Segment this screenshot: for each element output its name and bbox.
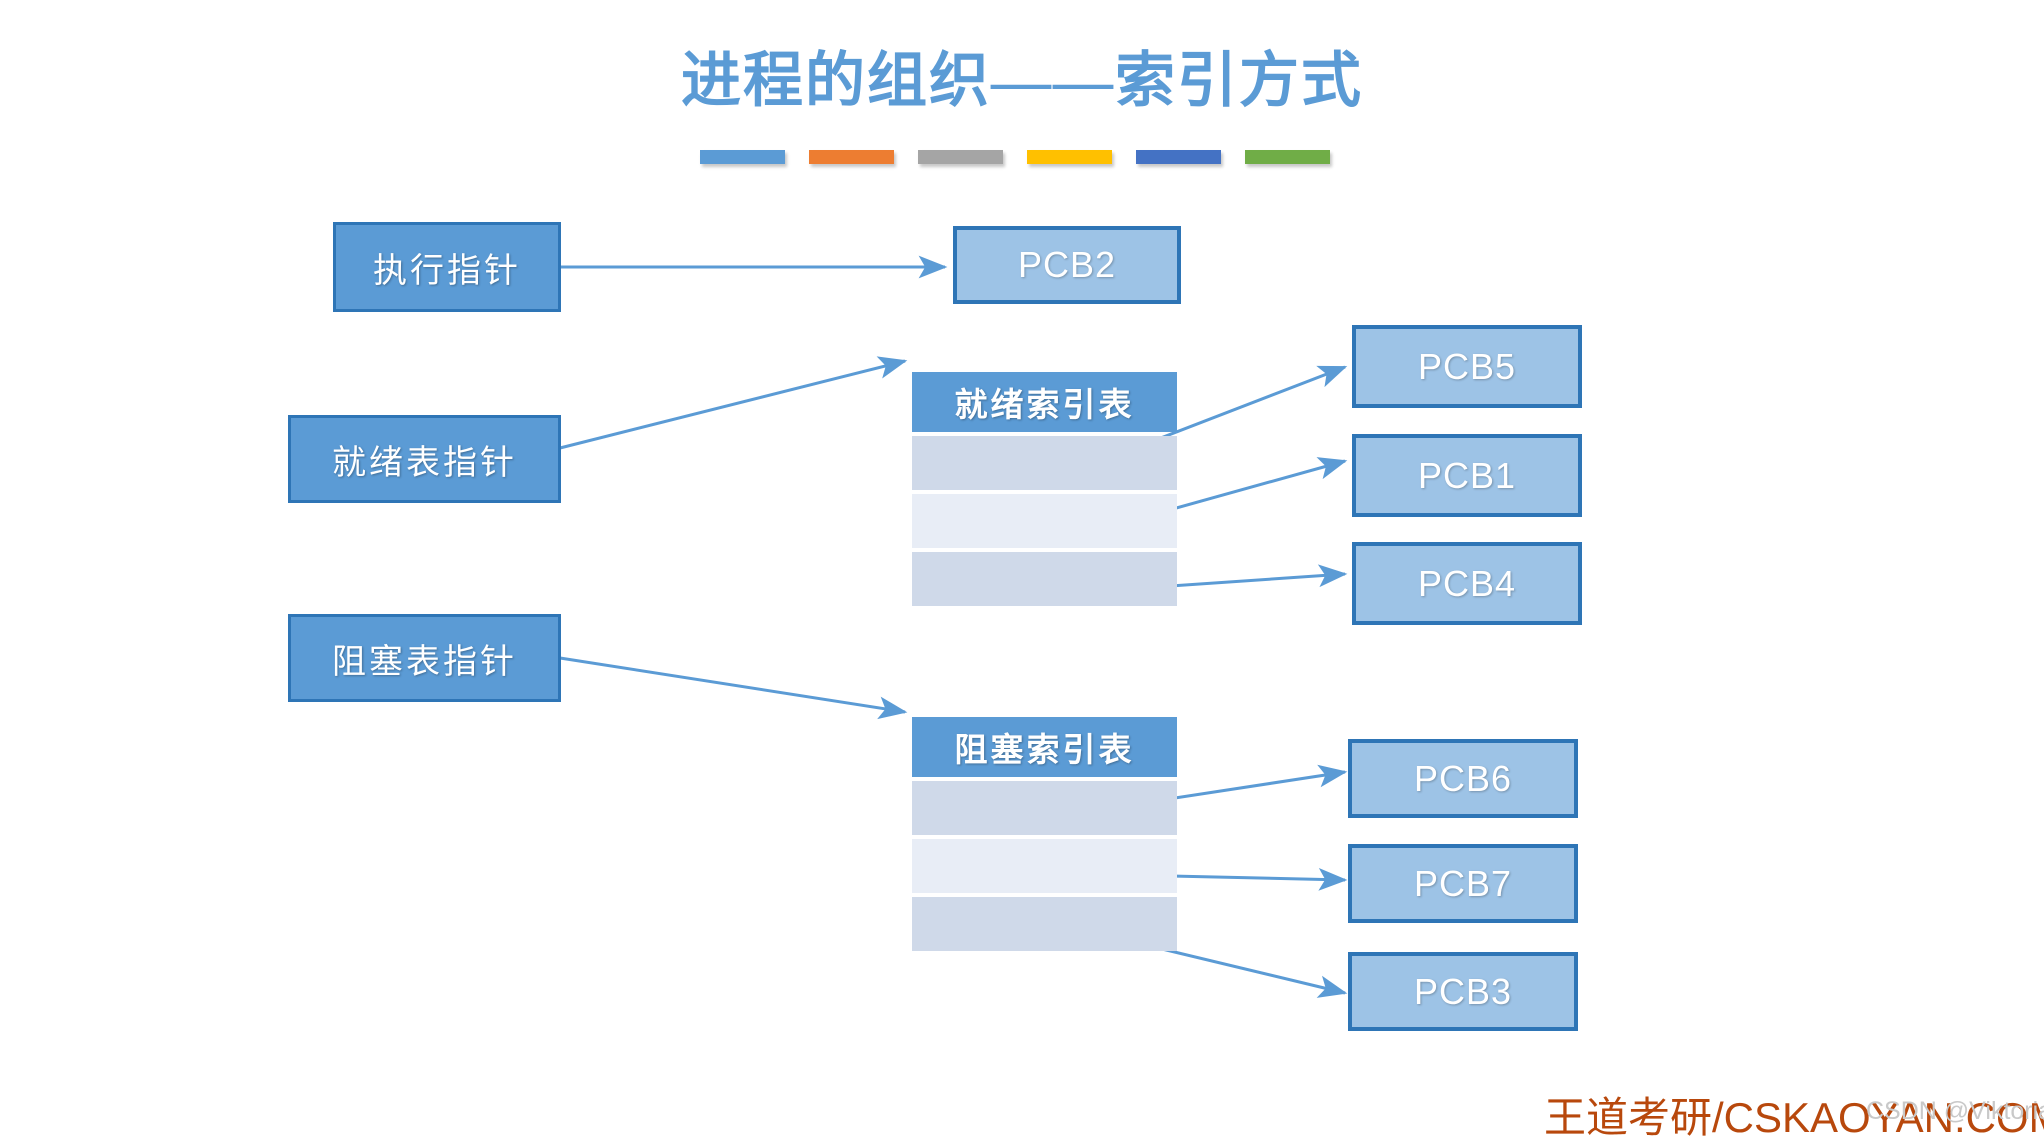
pointer-box-ready-label: 就绪表指针 [332, 444, 517, 482]
pcb-box-pcb4-label: PCB4 [1417, 562, 1517, 604]
pcb-box-pcb6-label: PCB6 [1413, 757, 1513, 799]
pcb-box-pcb4[interactable]: PCB4 [1352, 542, 1582, 625]
accent-bar-gray [918, 150, 1003, 164]
index-table-ready-row-1[interactable] [912, 436, 1177, 490]
index-table-ready-row-3[interactable] [912, 552, 1177, 606]
accent-bar-orange [809, 150, 894, 164]
page-title: 进程的组织——索引方式 [681, 48, 1363, 114]
footer-brand: 王道考研/CSKAOYAN.COM [1544, 1094, 2044, 1141]
accent-bar-yellow [1027, 150, 1112, 164]
pcb-box-pcb5[interactable]: PCB5 [1352, 325, 1582, 408]
accent-bar-dark-blue [1136, 150, 1221, 164]
pointer-box-ready[interactable]: 就绪表指针 [288, 415, 561, 503]
index-table-ready-row-2[interactable] [912, 494, 1177, 548]
index-table-ready-header: 就绪索引表 [912, 372, 1177, 432]
title-accent-bars [700, 150, 1330, 164]
index-table-blocked-header: 阻塞索引表 [912, 717, 1177, 777]
pcb-box-pcb3[interactable]: PCB3 [1348, 952, 1578, 1031]
pcb-box-pcb2-label: PCB2 [1017, 244, 1117, 285]
arrow-ready-pointer-to-ready-table [559, 356, 908, 450]
pointer-box-blocked[interactable]: 阻塞表指针 [288, 614, 561, 702]
index-table-ready: 就绪索引表 [912, 372, 1177, 606]
index-table-blocked-row-2[interactable] [912, 839, 1177, 893]
index-table-blocked-row-3[interactable] [912, 897, 1177, 951]
accent-bar-green [1245, 150, 1330, 164]
pcb-box-pcb1[interactable]: PCB1 [1352, 434, 1582, 517]
index-table-blocked-row-1[interactable] [912, 781, 1177, 835]
pointer-box-exec-label: 执行指针 [373, 252, 521, 290]
pcb-box-pcb2[interactable]: PCB2 [953, 226, 1181, 304]
pcb-box-pcb5-label: PCB5 [1417, 345, 1517, 387]
pointer-box-blocked-label: 阻塞表指针 [332, 643, 517, 681]
pcb-box-pcb7[interactable]: PCB7 [1348, 844, 1578, 923]
pcb-box-pcb1-label: PCB1 [1417, 454, 1517, 496]
csdn-watermark: CSDN @Viktoriae [1866, 1097, 2044, 1125]
pcb-box-pcb3-label: PCB3 [1413, 970, 1513, 1012]
arrow-blocked-pointer-to-blocked-table [559, 656, 908, 720]
pcb-box-pcb6[interactable]: PCB6 [1348, 739, 1578, 818]
index-table-blocked: 阻塞索引表 [912, 717, 1177, 951]
pointer-box-exec[interactable]: 执行指针 [333, 222, 561, 312]
pcb-box-pcb7-label: PCB7 [1413, 862, 1513, 904]
accent-bar-blue [700, 150, 785, 164]
